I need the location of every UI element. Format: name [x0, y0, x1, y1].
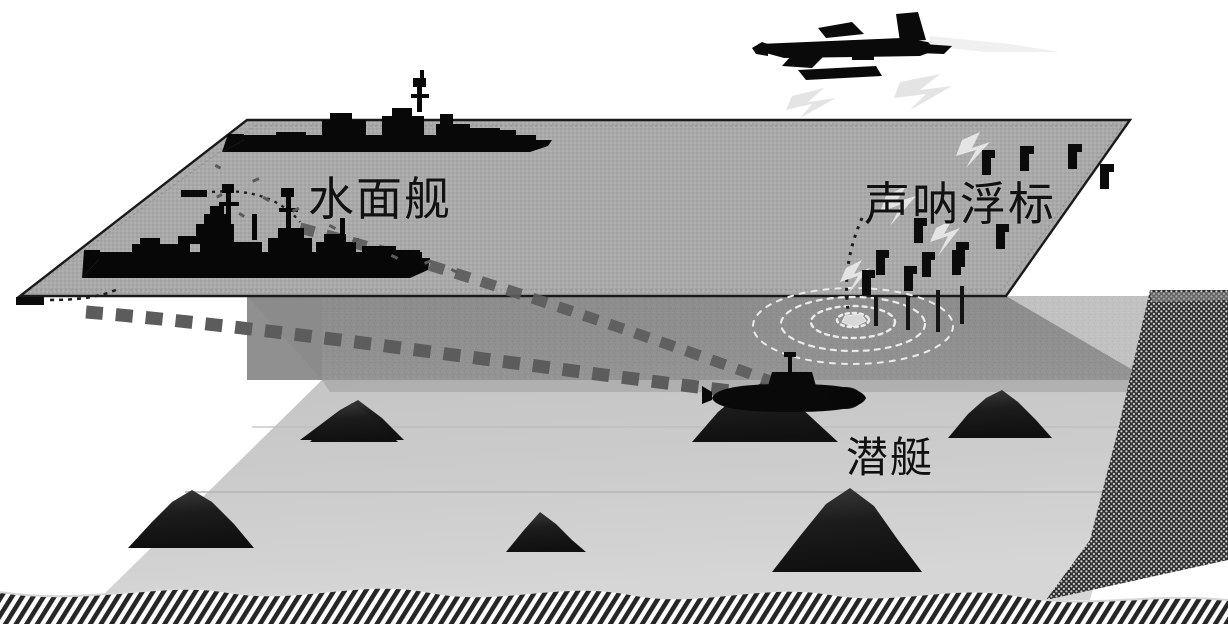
seabed-hatch-band — [0, 586, 1228, 624]
sonobuoy-cables — [874, 286, 964, 332]
sonobuoy-marker — [876, 250, 889, 275]
sonobuoy-marker — [982, 150, 995, 175]
warship-silhouette — [222, 70, 552, 152]
undersea-mountain — [948, 390, 1052, 438]
legend-dash-mark-lower — [16, 297, 44, 305]
sonobuoy-marker — [914, 218, 927, 243]
label-submarine: 潜艇 — [846, 433, 935, 482]
undersea-mountain — [506, 512, 586, 552]
sonobuoy-markers — [862, 144, 1114, 295]
undersea-mountains — [128, 382, 1052, 572]
label-surface-ship: 水面舰 — [308, 172, 452, 226]
leader-lines — [49, 190, 301, 302]
sonobuoy-marker — [862, 270, 875, 295]
sonobuoy-marker — [996, 224, 1009, 249]
continental-shelf-slope — [1046, 290, 1228, 600]
sonobuoy-marker — [1100, 164, 1114, 189]
radio-signal-bolts — [786, 36, 1060, 294]
sonar-propagation-rings — [752, 287, 954, 365]
maritime-patrol-aircraft — [752, 12, 952, 80]
undersea-mountain — [310, 403, 398, 442]
sonobuoy-leader — [845, 217, 864, 311]
warship-silhouette — [82, 184, 430, 278]
sonobuoy-marker — [1068, 144, 1082, 169]
label-sonobuoy: 声呐浮标 — [864, 177, 1056, 231]
sonobuoy-marker — [904, 266, 917, 291]
water-column — [247, 296, 1150, 392]
undersea-mountain — [128, 490, 254, 548]
sonobuoy-marker — [922, 252, 935, 277]
sea-speckles — [214, 164, 459, 274]
submarine-silhouette — [702, 352, 866, 412]
undersea-mountain — [692, 382, 838, 442]
legend-dash-mark-upper — [181, 190, 207, 197]
sonobuoy-marker — [1020, 146, 1034, 171]
sonobuoy-marker — [952, 250, 965, 275]
undersea-mountain — [772, 488, 922, 572]
dashed-detection-paths — [85, 222, 802, 405]
